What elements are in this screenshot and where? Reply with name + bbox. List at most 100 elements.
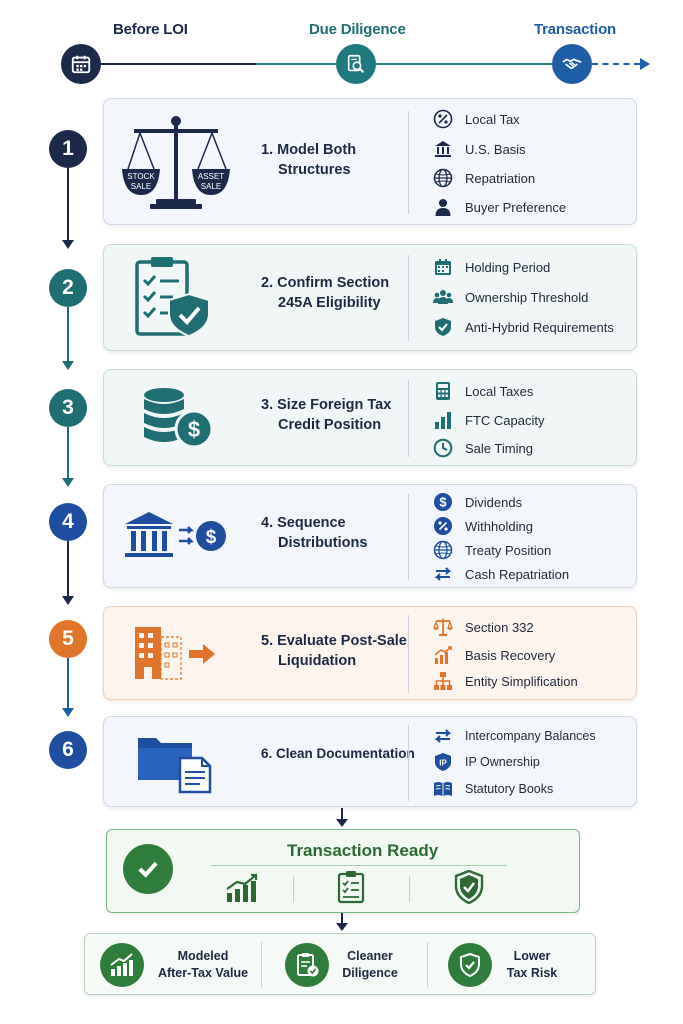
list-item: Local Tax (432, 109, 520, 129)
shield-check-icon (435, 318, 451, 336)
timeline-dashed-line (592, 63, 640, 65)
card-divider (408, 725, 409, 801)
document-search-icon (347, 54, 365, 73)
scales-icon (433, 619, 453, 636)
transaction-ready-title: Transaction Ready (287, 841, 439, 860)
step-card-5: 5. Evaluate Post-Sale Liquidation Sectio… (103, 606, 637, 700)
svg-text:$: $ (206, 527, 217, 548)
clipboard-check-icon (297, 953, 319, 977)
step-connector-5 (67, 658, 69, 708)
step-title-6: 6. Clean Documentation (261, 746, 415, 761)
list-item: $ Dividends (432, 492, 522, 512)
list-item: Ownership Threshold (432, 287, 588, 307)
calendar-icon (71, 55, 91, 74)
folder-documents-illustration (118, 717, 234, 806)
step-title-1: 1. Model Both Structures (261, 142, 357, 178)
step-connector-arrow-5 (62, 708, 74, 717)
ip-shield-icon: IP (435, 753, 451, 771)
list-item: Basis Recovery (432, 645, 555, 665)
list-item: Anti-Hybrid Requirements (432, 317, 614, 337)
svg-text:$: $ (439, 495, 447, 510)
step-connector-2 (67, 307, 69, 361)
timeline-line-3 (376, 63, 554, 65)
step-connector-arrow-1 (62, 240, 74, 249)
list-item: Repatriation (432, 168, 535, 188)
transaction-ready-box: Transaction Ready (106, 829, 580, 913)
calculator-icon (436, 382, 450, 400)
step-connector-arrow-4 (62, 596, 74, 605)
list-item: Sale Timing (432, 438, 533, 458)
bank-to-dollar-illustration: $ (118, 485, 234, 587)
ready-separator (409, 876, 410, 902)
outcome-separator (261, 942, 262, 988)
step-connector-arrow-3 (62, 478, 74, 487)
step-connector-1 (67, 168, 69, 240)
bank-icon (435, 141, 451, 157)
outcomes-box: Modeled After-Tax Value Cleaner Diligenc… (84, 933, 596, 995)
step-number-6: 6 (49, 731, 87, 769)
clipboard-check-icon (337, 871, 365, 904)
clock-icon (433, 438, 453, 458)
org-chart-icon (434, 672, 452, 690)
step-title-2: 2. Confirm Section 245A Eligibility (261, 275, 390, 311)
shield-check-icon (454, 870, 484, 904)
scales-illustration: STOCK SALE ASSET SALE (118, 99, 234, 224)
svg-text:$: $ (188, 417, 200, 442)
growth-chart-icon (434, 646, 452, 664)
ready-connector-arrow (336, 819, 348, 827)
timeline-node-transaction (552, 44, 592, 84)
outcome-icon-1 (100, 943, 144, 987)
timeline-arrow-head (640, 58, 650, 70)
list-item: IP IP Ownership (432, 752, 540, 772)
list-item: Holding Period (432, 257, 550, 277)
handshake-icon (562, 58, 582, 69)
scale-label-stock: STOCK (127, 172, 155, 181)
person-icon (435, 199, 451, 216)
scale-label-asset: ASSET (198, 172, 224, 181)
card-divider (408, 615, 409, 693)
percent-icon (434, 517, 452, 535)
step-card-1: STOCK SALE ASSET SALE 1. Model Both Stru… (103, 98, 637, 225)
ready-separator (293, 876, 294, 902)
outcome-label-3: Lower Tax Risk (506, 949, 558, 980)
step-card-4: $ 4. Sequence Distributions $ Dividends … (103, 484, 637, 588)
step-title-4: 4. Sequence Distributions (261, 515, 368, 551)
list-item: Section 332 (432, 617, 534, 637)
scale-label-asset-sale: SALE (201, 182, 221, 191)
globe-icon (433, 168, 453, 188)
step-connector-arrow-2 (62, 361, 74, 370)
step-number-4: 4 (49, 503, 87, 541)
dollar-circle-icon: $ (434, 493, 452, 511)
outcomes-connector (341, 913, 343, 924)
growth-chart-icon (110, 953, 133, 976)
shield-check-icon (460, 952, 480, 978)
step-connector-4 (67, 541, 69, 596)
card-divider (408, 494, 409, 580)
ready-divider (211, 865, 507, 866)
list-item: Buyer Preference (432, 197, 566, 217)
step-card-6: 6. Clean Documentation Intercompany Bala… (103, 716, 637, 807)
list-item: U.S. Basis (432, 139, 526, 159)
list-item: Treaty Position (432, 540, 551, 560)
coins-dollar-illustration: $ (118, 370, 234, 465)
timeline-node-due-diligence (336, 44, 376, 84)
step-title-3: 3. Size Foreign Tax Credit Position (261, 397, 392, 433)
swap-arrows-icon (434, 729, 452, 743)
list-item: FTC Capacity (432, 410, 544, 430)
check-circle-icon (123, 844, 173, 894)
step-number-1: 1 (49, 130, 87, 168)
list-item: Entity Simplification (432, 671, 578, 691)
card-divider (408, 111, 409, 214)
list-item: Intercompany Balances (432, 726, 596, 746)
book-icon (434, 782, 452, 796)
ready-connector (341, 808, 343, 820)
phase-label-before-loi: Before LOI (113, 21, 188, 38)
step-title-5: 5. Evaluate Post-Sale Liquidation (261, 633, 407, 669)
clipboard-shield-illustration (118, 245, 234, 350)
calendar-icon (435, 259, 451, 275)
bar-chart-icon (435, 412, 451, 429)
outcome-icon-2 (285, 943, 329, 987)
timeline-node-before-loi (61, 44, 101, 84)
list-item: Local Taxes (432, 381, 533, 401)
outcome-icon-3 (448, 943, 492, 987)
